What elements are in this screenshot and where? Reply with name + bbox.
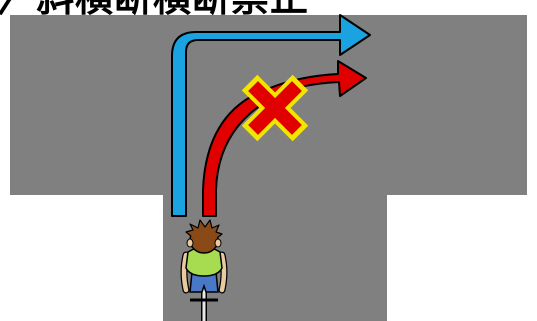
intersection-diagram xyxy=(0,0,537,321)
